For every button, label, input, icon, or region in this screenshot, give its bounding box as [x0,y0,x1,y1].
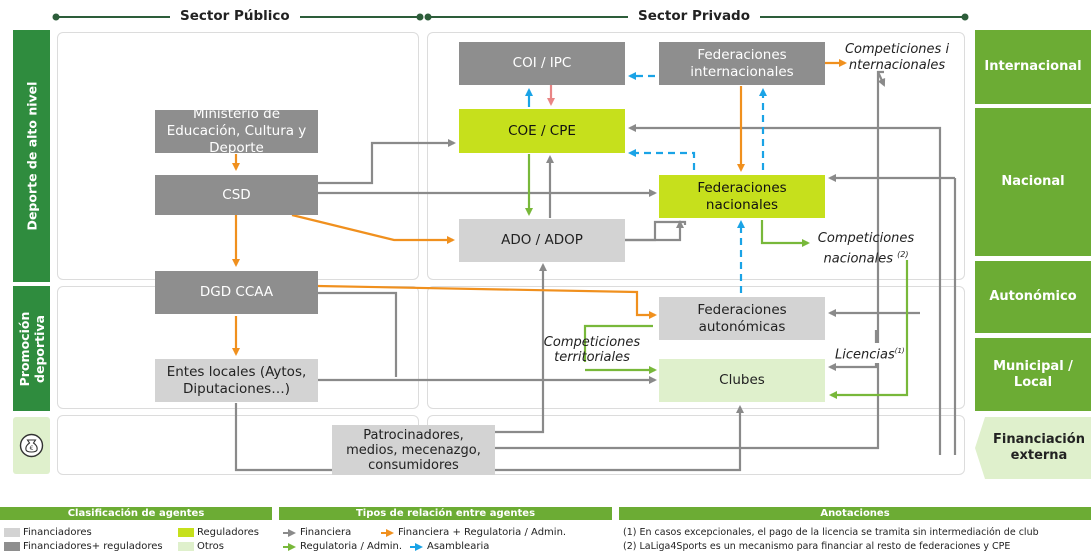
header-sector-publico: Sector Público [170,8,300,24]
legend-regulatoria: Regulatoria / Admin. [300,541,403,552]
band-promocion-label: Promoción deportiva [16,311,47,386]
note-1: (1) [894,347,905,355]
legend-reguladores: Reguladores [197,527,259,538]
note-2: (2) [897,250,909,259]
node-federaciones-nacionales: Federaciones nacionales [659,175,825,218]
band-autonomico: Autonómico [975,261,1091,333]
label-competiciones-nacionales: Competiciones nacionales (2) [817,231,915,267]
node-dgd-ccaa: DGD CCAA [155,271,318,314]
node-coe-cpe: COE / CPE [459,109,625,153]
annotation-1: (1) En casos excepcionales, el pago de l… [623,527,1039,538]
legend-anotaciones-header: Anotaciones [619,507,1091,520]
legend-financiera: Financiera [300,527,352,538]
financing-icon-box: € [13,417,50,474]
header-sector-privado: Sector Privado [628,8,760,24]
label-competiciones-internacionales: Competiciones internacionales [844,42,950,73]
band-internacional: Internacional [975,30,1091,104]
band-municipal: Municipal / Local [975,338,1091,411]
node-federaciones-autonomicas: Federaciones autonómicas [659,297,825,340]
label-licencias: Licencias(1) [835,343,905,364]
node-csd: CSD [155,175,318,215]
legend-financiadores-reguladores: Financiadores+ reguladores [23,541,163,552]
node-entes-locales: Entes locales (Aytos, Diputaciones…) [155,359,318,402]
swatch-financiadores [4,528,20,537]
zone-private-bottom [427,415,965,475]
swatch-financiadores-reguladores [4,542,20,551]
swatch-reguladores [178,528,194,537]
legend-otros: Otros [197,541,225,552]
annotation-2: (2) LaLiga4Sports es un mecanismo para f… [623,541,1011,552]
legend-financiadores: Financiadores [23,527,92,538]
band-financiacion-label: Financiación externa [993,432,1085,463]
legend-clasificacion-header: Clasificación de agentes [0,507,272,520]
node-ministerio: Ministerio de Educación, Cultura y Depor… [155,106,318,156]
label-competiciones-territoriales: Competiciones territoriales [543,335,641,365]
money-bag-icon: € [19,433,44,458]
node-coi-ipc: COI / IPC [459,42,625,85]
node-ado-adop: ADO / ADOP [459,219,625,262]
svg-text:€: € [30,445,34,452]
band-nacional: Nacional [975,108,1091,256]
legend-asamblearia: Asamblearia [427,541,490,552]
node-federaciones-internacionales: Federaciones internacionales [659,42,825,85]
node-patrocinadores: Patrocinadores, medios, mecenazgo, consu… [332,425,495,475]
band-promocion-deportiva: Promoción deportiva [13,286,50,411]
legend-tipos-header: Tipos de relación entre agentes [279,507,612,520]
swatch-otros [178,542,194,551]
legend-financiera-regulatoria: Financiera + Regulatoria / Admin. [398,527,567,538]
band-financiacion: Financiación externa [975,417,1091,479]
node-clubes: Clubes [659,359,825,402]
band-deporte-alto-nivel: Deporte de alto nivel [13,30,50,282]
